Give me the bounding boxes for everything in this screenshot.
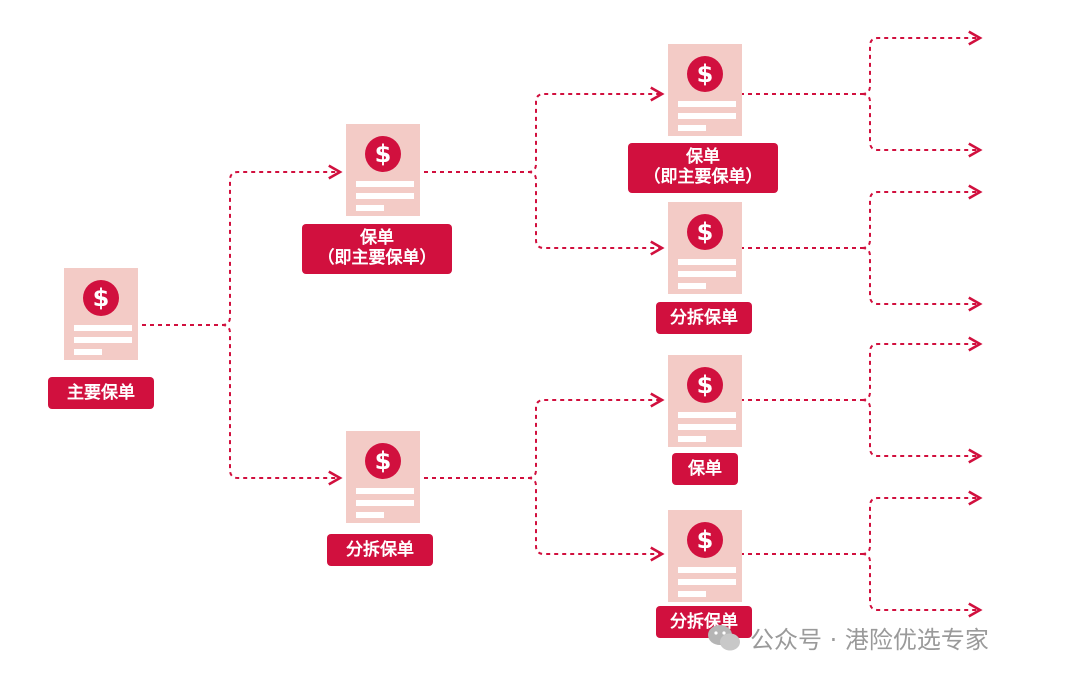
dollar-icon: $ — [365, 136, 401, 172]
label-text: 分拆保单 — [346, 540, 414, 560]
text-line — [678, 436, 706, 442]
text-line — [356, 193, 414, 199]
connector-l3d-down — [861, 553, 983, 618]
connector-l2a-up — [527, 86, 665, 173]
text-line — [678, 259, 736, 265]
watermark-text: 公众号 · 港险优选专家 — [750, 626, 989, 654]
level3-split-a-document: $ — [668, 202, 742, 294]
label-line2: （即主要保单） — [643, 167, 763, 187]
label-line1: 保单 — [360, 228, 394, 248]
level2-split-label: 分拆保单 — [327, 534, 433, 566]
text-line — [356, 205, 384, 211]
level2-split-document: $ — [346, 431, 420, 523]
connector-main-down — [221, 324, 343, 486]
text-line — [678, 271, 736, 277]
text-line — [678, 412, 736, 418]
connector-l2b-down — [527, 477, 665, 562]
text-line — [678, 424, 736, 430]
dollar-icon: $ — [83, 280, 119, 316]
text-line — [678, 283, 706, 289]
connector-l3c-up — [861, 336, 983, 401]
connector-l2b-up — [527, 392, 665, 479]
level3-policy-b-label: 保单 — [672, 453, 738, 485]
text-line — [678, 591, 706, 597]
text-line — [678, 567, 736, 573]
connector-l2a-down — [527, 171, 665, 256]
level2-policy-document: $ — [346, 124, 420, 216]
dollar-icon: $ — [365, 443, 401, 479]
level2-policy-label: 保单 （即主要保单） — [302, 224, 452, 274]
watermark: 公众号 · 港险优选专家 — [706, 620, 989, 655]
main-policy-label: 主要保单 — [48, 377, 154, 409]
wechat-icon — [708, 624, 740, 650]
text-line — [678, 113, 736, 119]
level3-policy-a-label: 保单 （即主要保单） — [628, 143, 778, 193]
connector-l3b-down — [861, 247, 983, 312]
text-line — [74, 337, 132, 343]
text-line — [356, 488, 414, 494]
connector-l3a-down — [861, 93, 983, 158]
connector-l3d-up — [861, 490, 983, 555]
level3-split-a-label: 分拆保单 — [656, 302, 752, 334]
label-text: 分拆保单 — [670, 308, 738, 328]
text-line — [678, 579, 736, 585]
label-text: 主要保单 — [67, 383, 135, 403]
level3-policy-b-document: $ — [668, 355, 742, 447]
dollar-icon: $ — [687, 367, 723, 403]
text-line — [74, 325, 132, 331]
label-text: 保单 — [688, 459, 722, 479]
dollar-icon: $ — [687, 56, 723, 92]
text-line — [678, 125, 706, 131]
dollar-icon: $ — [687, 214, 723, 250]
connector-l3a-up — [861, 30, 983, 95]
level3-split-b-document: $ — [668, 510, 742, 602]
text-line — [356, 512, 384, 518]
label-line1: 保单 — [686, 147, 720, 167]
text-line — [678, 101, 736, 107]
text-line — [74, 349, 102, 355]
main-policy-document: $ — [64, 268, 138, 360]
connector-l3b-up — [861, 184, 983, 249]
label-line2: （即主要保单） — [317, 248, 437, 268]
level3-policy-a-document: $ — [668, 44, 742, 136]
dollar-icon: $ — [687, 522, 723, 558]
text-line — [356, 500, 414, 506]
connector-l3c-down — [861, 399, 983, 464]
text-line — [356, 181, 414, 187]
